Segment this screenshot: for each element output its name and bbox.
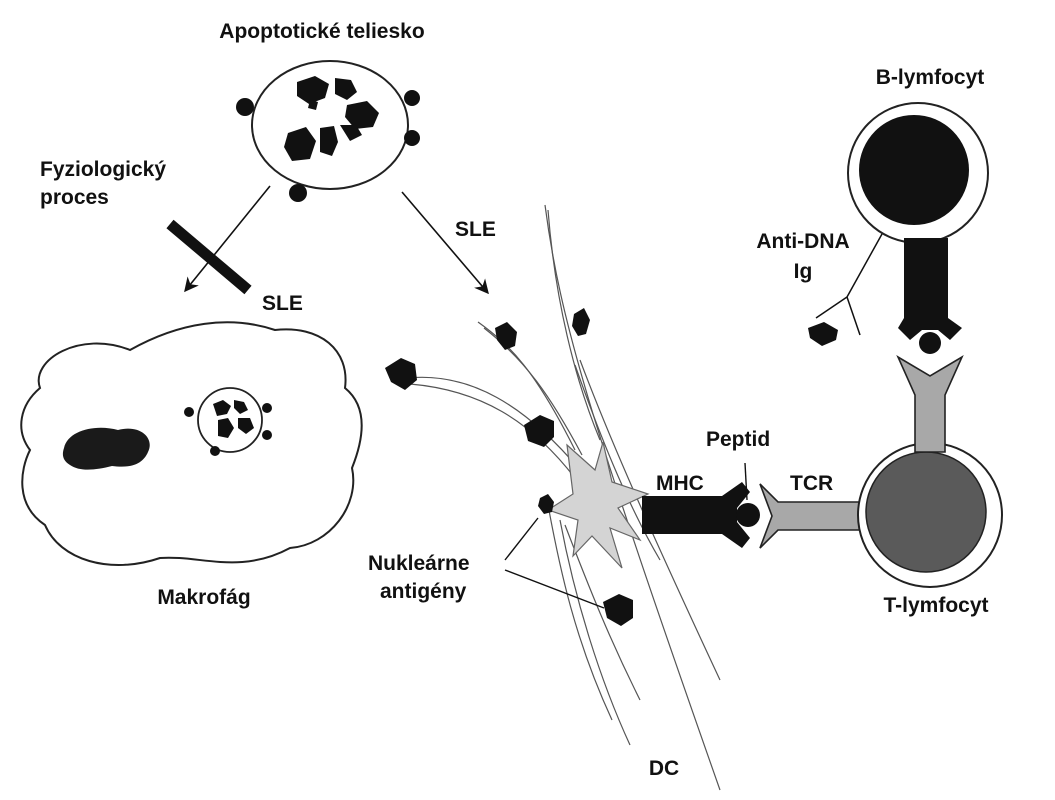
sle-path-label: SLE: [455, 218, 496, 241]
antigen-pointer-1: [504, 517, 539, 561]
b-lymphocyte: [847, 102, 989, 244]
nuclear-antigens-label-1: Nukleárne: [368, 552, 470, 575]
t-cell-upper-receptor: [896, 355, 964, 453]
sle-block-label: SLE: [262, 292, 303, 315]
apoptotic-body-label: Apoptotické teliesko: [219, 20, 424, 43]
anti-dna-label-1: Anti-DNA: [756, 230, 849, 253]
peptide: [736, 462, 760, 527]
dendritic-cell: [385, 204, 838, 791]
macrophage: [20, 321, 363, 566]
b-cell-receptor: [898, 238, 962, 354]
t-lymphocyte: [857, 442, 1003, 588]
sle-path-arrow: [401, 191, 489, 295]
phagocytosis-arrow: [184, 185, 271, 293]
macrophage-label: Makrofág: [157, 586, 250, 609]
nuclear-antigens-label-2: antigény: [380, 580, 467, 603]
tcr-label: TCR: [790, 472, 833, 495]
anti-dna-label-2: Ig: [794, 260, 813, 283]
dc-label: DC: [649, 757, 679, 780]
tcr-receptor: [759, 483, 863, 549]
physiological-process-label-2: proces: [40, 186, 109, 209]
mhc-molecule: [642, 482, 750, 548]
block-bar: [166, 219, 252, 295]
peptide-label: Peptid: [706, 428, 770, 451]
mhc-label: MHC: [656, 472, 704, 495]
apoptotic-body: [236, 60, 420, 202]
b-lymphocyte-label: B-lymfocyt: [876, 66, 985, 89]
antigen-pointer-2: [504, 569, 605, 609]
t-lymphocyte-label: T-lymfocyt: [883, 594, 988, 617]
physiological-process-label-1: Fyziologický: [40, 158, 166, 181]
anti-dna-antibody: [815, 233, 883, 336]
